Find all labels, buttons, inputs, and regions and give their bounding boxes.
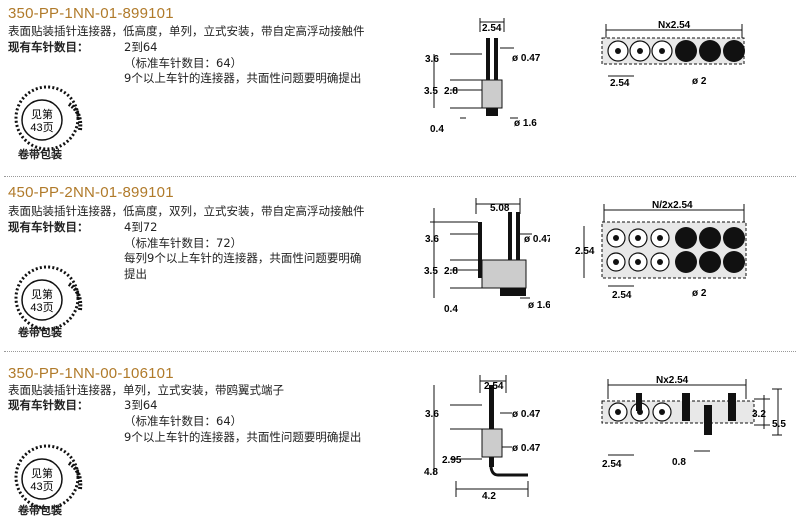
dim-label: ø 1.6 (528, 300, 550, 311)
pins-value: 2到64 (124, 40, 158, 54)
pins-label: 现有车针数目： (8, 40, 89, 54)
part-number: 350-PP-1NN-00-106101 (8, 365, 174, 382)
side-view-drawing: 2.54 3.6 ø 0.47 3.5 2.8 0.4 ø 1.6 (424, 18, 541, 135)
pins-value: 4到72 (124, 220, 158, 234)
dim-label: Nx2.54 (656, 375, 689, 386)
description: 表面贴装插针连接器，单列，立式安装，带鸥翼式端子 (8, 383, 284, 397)
top-view-drawing: Nx2.54 2.54 ø 2 (601, 20, 745, 89)
dim-label: 4.2 (482, 491, 496, 500)
part-number: 350-PP-1NN-01-899101 (8, 5, 174, 22)
product-section-1: 350-PP-1NN-01-899101 表面贴装插针连接器，低高度，单列，立式… (0, 0, 800, 175)
tape-reel-icon: 见第 43页 (14, 265, 83, 331)
side-view-drawing: 2.54 3.6 ø 0.47 2.95 4.8 ø 0.47 4.2 (424, 375, 541, 500)
dim-label: 3.5 (424, 266, 438, 277)
dim-label: 2.54 (575, 246, 595, 257)
reel-text-line2: 43页 (30, 122, 53, 134)
dim-label: ø 2 (692, 288, 707, 299)
dim-label: 4.8 (424, 467, 438, 478)
top-view-drawing: N/2x2.54 2.54 2.54 ø 2 (575, 200, 747, 301)
dim-label: 3.6 (425, 234, 439, 245)
tape-reel-icon: 见第 43页 (14, 85, 83, 151)
standard-pins: （标准车针数目：72） (124, 236, 243, 250)
dim-label: 5.08 (490, 203, 510, 214)
dim-label: 2.54 (602, 459, 622, 470)
dim-label: 0.4 (430, 124, 444, 135)
dim-label: 3.2 (752, 409, 766, 420)
dim-label: 3.6 (425, 54, 439, 65)
dim-label: ø 0.47 (512, 53, 541, 64)
side-view-drawing: 5.08 3.6 ø 0.47 3.5 2.8 0.4 ø 1.6 (424, 198, 550, 315)
dim-label: ø 0.47 (512, 443, 541, 454)
dim-label: ø 2 (692, 76, 707, 87)
section-divider (4, 351, 796, 352)
part-number: 450-PP-2NN-01-899101 (8, 184, 174, 201)
top-view-drawing: Nx2.54 3.2 5.5 2.54 0.8 (601, 375, 786, 470)
reel-text-line2: 43页 (30, 481, 53, 493)
coplanarity-note: 每列9个以上车针的连接器，共面性问题要明确 (124, 251, 362, 265)
dim-label: ø 0.47 (524, 234, 550, 245)
dim-label: N/2x2.54 (652, 200, 693, 211)
reel-text-line1: 见第 (31, 287, 53, 301)
standard-pins: （标准车针数目：64） (124, 56, 243, 70)
dim-label: 2.8 (444, 86, 458, 97)
pins-label: 现有车针数目： (8, 220, 89, 234)
dim-label: 2.54 (612, 290, 632, 301)
dim-label: 2.54 (484, 381, 504, 392)
reel-label: 卷带包装 (18, 504, 62, 517)
reel-label: 卷带包装 (18, 326, 62, 339)
description: 表面贴装插针连接器，低高度，单列，立式安装，带自定高浮动接触件 (8, 24, 365, 38)
dim-label: 3.6 (425, 409, 439, 420)
dim-label: 2.8 (444, 266, 458, 277)
dim-label: 2.54 (610, 78, 630, 89)
dim-label: 3.5 (424, 86, 438, 97)
dim-label: Nx2.54 (658, 20, 691, 31)
pins-label: 现有车针数目： (8, 398, 89, 412)
product-section-3: 350-PP-1NN-00-106101 表面贴装插针连接器，单列，立式安装，带… (0, 355, 800, 520)
dim-label: ø 0.47 (512, 409, 541, 420)
coplanarity-note: 9个以上车针的连接器，共面性问题要明确提出 (124, 430, 362, 444)
standard-pins: （标准车针数目：64） (124, 414, 243, 428)
section-divider (4, 176, 796, 177)
description: 表面贴装插针连接器，低高度，双列，立式安装，带自定高浮动接触件 (8, 204, 365, 218)
reel-text-line2: 43页 (30, 302, 53, 314)
reel-text-line1: 见第 (31, 466, 53, 480)
reel-label: 卷带包装 (18, 148, 62, 161)
coplanarity-note: 9个以上车针的连接器，共面性问题要明确提出 (124, 71, 362, 85)
product-section-2: 450-PP-2NN-01-899101 表面贴装插针连接器，低高度，双列，立式… (0, 180, 800, 350)
reel-text-line1: 见第 (31, 107, 53, 121)
dim-label: 2.95 (442, 455, 462, 466)
dim-label: 0.8 (672, 457, 686, 468)
dim-label: ø 1.6 (514, 118, 537, 129)
coplanarity-note-cont: 提出 (124, 267, 147, 281)
tape-reel-icon: 见第 43页 (14, 444, 83, 510)
dim-label: 2.54 (482, 23, 502, 34)
dim-label: 5.5 (772, 419, 786, 430)
dim-label: 0.4 (444, 304, 458, 315)
pins-value: 3到64 (124, 398, 158, 412)
